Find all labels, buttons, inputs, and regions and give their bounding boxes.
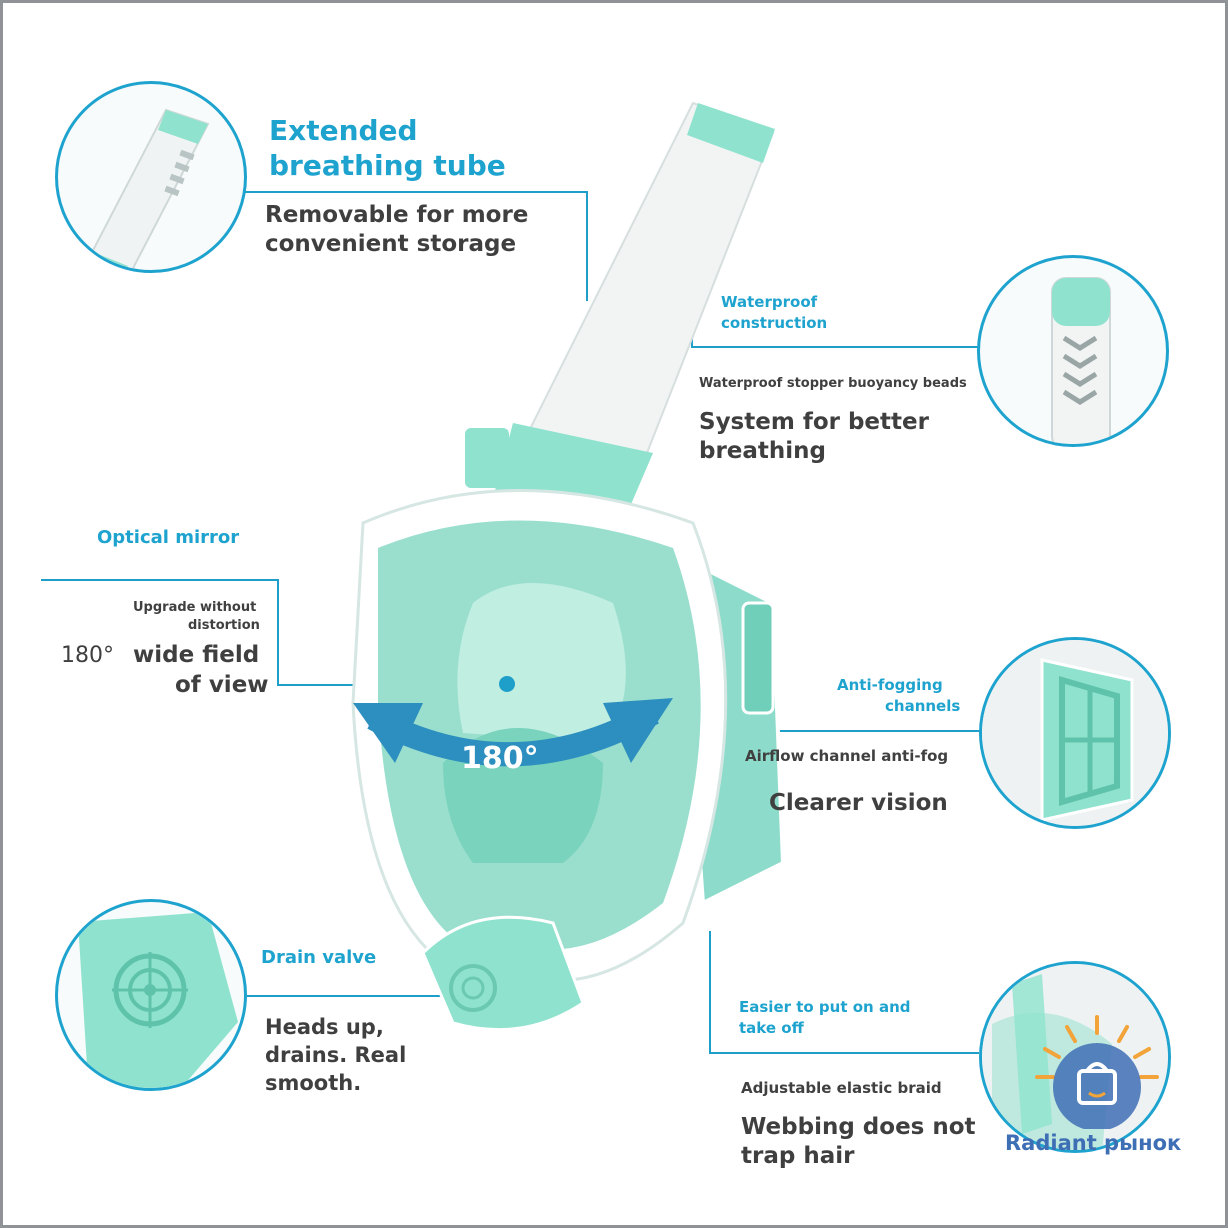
drain-desc-line2: drains. Real [265,1043,407,1067]
connector-optical-v [277,579,279,685]
waterproof-desc-line2: breathing [699,438,827,464]
arrow-180-label: 180° [461,741,539,776]
connector-tube-v [586,191,588,301]
drain-detail-graphic [78,912,238,1088]
strap-sub: Adjustable elastic braid [741,1079,942,1097]
arrow-left-head [353,703,423,763]
connector-waterproof-h [691,346,979,348]
optical-desc-line1: wide field [133,642,260,668]
antifog-detail-bubble [979,637,1171,829]
strap-desc-line2: trap hair [741,1143,855,1169]
snorkel-mask-illustration [351,101,786,1032]
waterproof-detail-bubble [977,255,1169,447]
connector-strap-v [709,931,711,1053]
drain-desc-line3: smooth. [265,1071,362,1095]
drain-valve-shape [449,964,497,1012]
tube-desc-line2: convenient storage [265,231,517,257]
antifog-sub: Airflow channel anti-fog [745,747,949,765]
drain-title: Drain valve [261,947,377,968]
antifog-title-line1: Anti-fogging [837,676,943,694]
tube-title-line1: Extended [269,114,418,147]
connector-optical-h1 [41,579,279,581]
chin-cup-shape [421,915,585,1032]
brand-name: Radiant рынок [1005,1131,1182,1155]
strap-title-line2: take off [739,1019,804,1037]
antifog-vent-shape [741,601,775,715]
strap-title-line1: Easier to put on and [739,998,911,1016]
tube-title-line2: breathing tube [269,149,506,182]
antifog-desc: Clearer vision [769,790,948,816]
drain-desc-line1: Heads up, [265,1015,384,1039]
strap-desc-line1: Webbing does not [741,1114,976,1140]
camera-mount-shape [465,428,509,488]
connector-tube-h [243,191,588,193]
tube-tip-shape [687,103,775,163]
waterproof-title-line1: Waterproof [721,293,818,311]
waterproof-desc-line1: System for better [699,409,929,435]
waterproof-detail-graphic [1051,277,1111,444]
connector-antifog-h [765,730,983,732]
arrow-right-head [603,698,673,763]
antifog-detail-graphic [982,640,1168,826]
connector-strap-h [709,1052,979,1054]
optical-degree: 180° [61,643,114,668]
connector-drain-h [247,995,477,997]
waterproof-sub: Waterproof stopper buoyancy beads [699,376,967,391]
lens-window-shape [457,583,626,743]
optical-sub-line2: distortion [188,618,260,633]
antifog-title-line2: channels [885,697,961,715]
brand-logo-icon [1035,1015,1159,1129]
tube-desc-line1: Removable for more [265,202,529,228]
drain-detail-bubble [55,899,247,1091]
optical-title: Optical mirror [97,527,240,548]
optical-dot [499,676,515,692]
tube-detail-graphic [86,108,210,270]
optical-desc-line2: of view [175,672,269,698]
tube-detail-bubble [55,81,247,273]
waterproof-title-line2: construction [721,314,828,332]
optical-sub-line1: Upgrade without [133,600,257,615]
